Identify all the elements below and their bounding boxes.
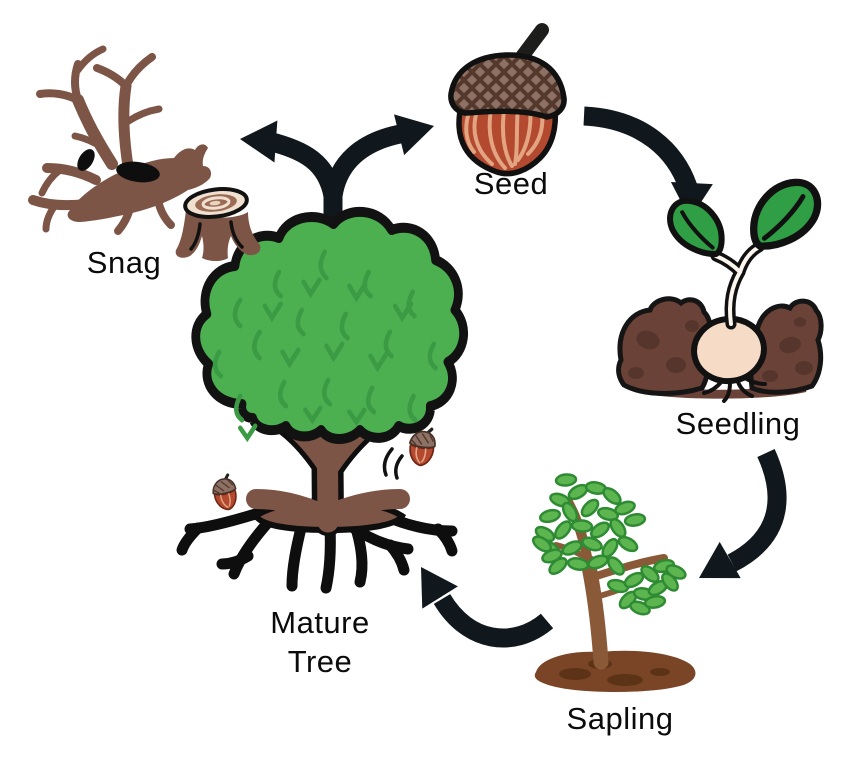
soil-mound-right — [745, 298, 824, 395]
snag-knot-hole-small — [77, 149, 95, 171]
canopy-leaf-veins — [212, 249, 438, 443]
sapling-soil-mound — [534, 650, 696, 692]
seedling-leaf-right — [751, 181, 821, 247]
arrow-branch-to-seed — [323, 124, 410, 206]
snag-knot-hole-large — [116, 161, 160, 183]
label-seedling: Seedling — [675, 406, 801, 441]
snag-illustration — [28, 45, 261, 261]
stump-body — [175, 210, 261, 261]
seed-roots — [702, 376, 767, 403]
sprout-in-soil-icon — [667, 181, 821, 403]
falling-acorn-left — [208, 472, 242, 514]
label-mature-tree-line1: Mature — [270, 605, 370, 640]
acorn-icon — [448, 23, 567, 177]
stump-contour-lines — [189, 220, 244, 251]
arrow-seed-to-seedling — [583, 106, 713, 221]
seedling-illustration — [616, 181, 824, 403]
label-mature-tree-line2: Tree — [287, 644, 353, 679]
label-seed: Seed — [473, 166, 549, 201]
sapling-illustration — [529, 472, 696, 692]
sprout-stem — [710, 241, 765, 330]
tree-canopy — [191, 206, 469, 444]
arrow-mature-to-snag-and-seed — [238, 105, 440, 230]
mature-tree-illustration — [176, 206, 469, 594]
seed-shell — [691, 315, 767, 385]
snag-log-body — [67, 144, 212, 222]
acorn-cap-hatch-overlay — [448, 52, 567, 120]
stump-top-rings — [183, 187, 249, 219]
young-tree-icon — [529, 472, 689, 670]
seedling-leaf-left — [667, 199, 726, 255]
arrow-branch-to-snag — [258, 131, 343, 206]
stump — [175, 187, 261, 261]
seed-illustration — [448, 23, 567, 177]
label-snag: Snag — [86, 245, 162, 280]
arrow-seedling-to-sapling — [688, 449, 787, 597]
snag-branches — [28, 45, 175, 235]
dead-fallen-tree-and-stump-icon — [28, 45, 261, 261]
acorn-motion-lines — [382, 447, 404, 480]
label-sapling: Sapling — [566, 701, 674, 736]
arrow-sapling-to-mature-tree — [403, 555, 554, 648]
